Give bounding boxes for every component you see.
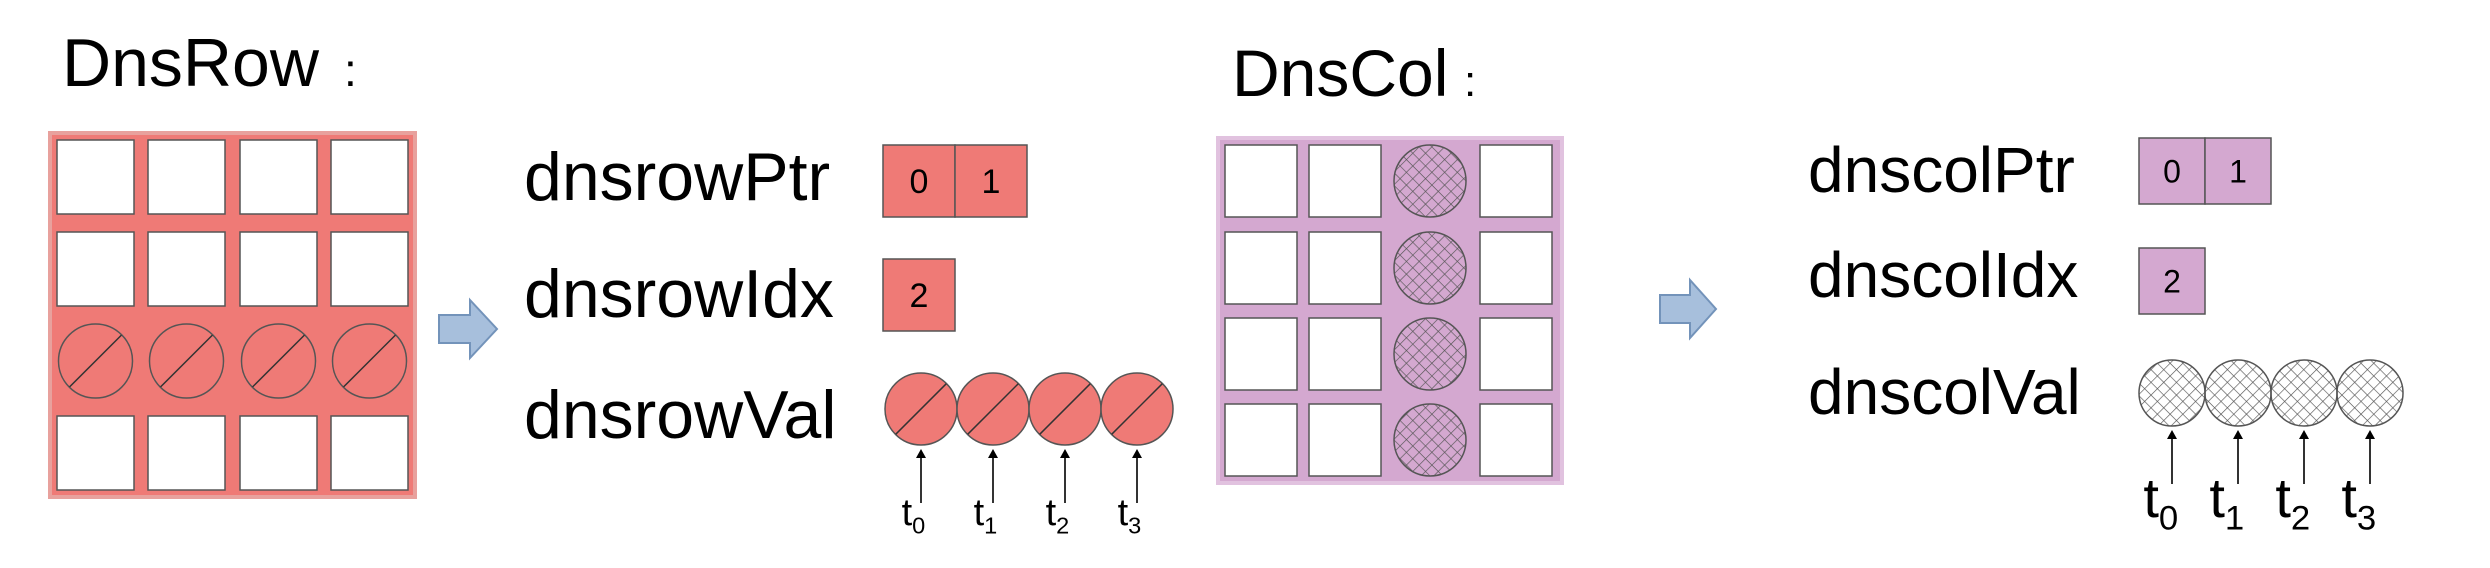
dnsrow-nonzero-cell <box>331 323 408 399</box>
dnsrow-matrix <box>48 131 417 499</box>
dnsrow-nonzero-cell <box>57 323 134 399</box>
dnscol-thread-arrow <box>2299 430 2309 484</box>
dnscol-val-label: dnscolVal <box>1808 356 2081 428</box>
dnsrow-value-circle <box>1028 372 1102 446</box>
dnscol-val-array: t0 t1 t2 t3 <box>2138 359 2404 537</box>
dnscol-title: DnsCol <box>1232 36 1448 110</box>
dnsrow-thread-label: t2 <box>1046 492 1070 538</box>
dnsrow-ptr-value: 0 <box>910 163 929 201</box>
dnscol-thread-arrow <box>2167 430 2177 484</box>
dnscol-nonzero-cell <box>1393 231 1467 305</box>
dnscol-empty-cell <box>1479 403 1553 477</box>
dnscol-nonzero-cell <box>1393 317 1467 391</box>
dnsrow-title-colon: : <box>344 44 357 96</box>
dnsrow-empty-cell <box>239 415 318 491</box>
dnsrow-empty-cell <box>330 415 409 491</box>
dnsrow-transform-arrow <box>438 297 499 361</box>
dnsrow-thread-label: t0 <box>902 492 926 538</box>
dnsrow-thread-arrow <box>988 449 998 503</box>
dnscol-thread-label: t1 <box>2209 466 2244 537</box>
dnscol-value-circle <box>2270 359 2338 427</box>
dnscol-ptr-cell <box>2204 137 2272 205</box>
dnsrow-empty-cell <box>147 415 226 491</box>
dnsrow-idx-cell <box>882 258 956 332</box>
dnscol-thread-label: t0 <box>2143 466 2178 537</box>
dnscol-value-circle <box>2336 359 2404 427</box>
dnsrow-ptr-value: 1 <box>982 163 1001 201</box>
dnsrow-empty-cell <box>147 231 226 307</box>
dnsrow-idx-value: 2 <box>910 277 929 315</box>
dnscol-empty-cell <box>1479 317 1553 391</box>
dnscol-idx-array: 2 <box>2138 247 2206 315</box>
dnscol-empty-cell <box>1308 317 1382 391</box>
dnscol-value-circle <box>2138 359 2206 427</box>
dnscol-transform-arrow <box>1659 277 1718 341</box>
dnscol-empty-cell <box>1479 231 1553 305</box>
dnsrow-ptr-cell <box>882 144 956 218</box>
dnsrow-idx-array: 2 <box>882 258 956 332</box>
dnscol-empty-cell <box>1479 144 1553 218</box>
dnsrow-nonzero-cell <box>148 323 225 399</box>
dnscol-empty-cell <box>1224 231 1298 305</box>
dnscol-nonzero-cell <box>1393 403 1467 477</box>
dnscol-thread-arrow <box>2233 430 2243 484</box>
dnsrow-empty-cell <box>239 231 318 307</box>
dnscol-ptr-label: dnscolPtr <box>1808 134 2075 206</box>
dnscol-idx-label: dnscolIdx <box>1808 239 2078 311</box>
dnsrow-thread-arrow <box>916 449 926 503</box>
dnsrow-ptr-label: dnsrowPtr <box>524 139 830 215</box>
dnscol-thread-label: t3 <box>2341 466 2376 537</box>
dnsrow-empty-cell <box>330 139 409 215</box>
dnsrow-thread-arrow <box>1060 449 1070 503</box>
dnscol-empty-cell <box>1308 231 1382 305</box>
dnsrow-nonzero-cell <box>240 323 317 399</box>
dnsrow-empty-cell <box>56 231 135 307</box>
dnsrow-value-circle <box>956 372 1030 446</box>
dnsrow-thread-arrow <box>1132 449 1142 503</box>
dnscol-empty-cell <box>1308 144 1382 218</box>
dnscol-ptr-value: 0 <box>2163 154 2181 190</box>
dnscol-ptr-value: 1 <box>2229 154 2247 190</box>
dnsrow-value-circle <box>1100 372 1174 446</box>
dnscol-empty-cell <box>1308 403 1382 477</box>
dnsrow-value-circle <box>884 372 958 446</box>
dnscol-idx-value: 2 <box>2163 264 2181 300</box>
dnscol-thread-label: t2 <box>2275 466 2310 537</box>
dnscol-empty-cell <box>1224 144 1298 218</box>
dnsrow-val-array: t0 t1 t2 t3 <box>884 372 1174 538</box>
dnscol-title-colon: : <box>1464 57 1476 106</box>
dnscol-ptr-cell <box>2138 137 2206 205</box>
dnsrow-val-label: dnsrowVal <box>524 377 836 453</box>
dnscol-empty-cell <box>1224 317 1298 391</box>
dnsrow-empty-cell <box>330 231 409 307</box>
dnsrow-empty-cell <box>239 139 318 215</box>
dnsrow-title: DnsRow <box>62 25 320 101</box>
dnscol-idx-cell <box>2138 247 2206 315</box>
dnsrow-empty-cell <box>147 139 226 215</box>
dnscol-empty-cell <box>1224 403 1298 477</box>
dnscol-thread-arrow <box>2365 430 2375 484</box>
dnscol-value-circle <box>2204 359 2272 427</box>
dnscol-matrix <box>1216 136 1564 485</box>
dnsrow-ptr-cell <box>954 144 1028 218</box>
dnsrow-thread-label: t3 <box>1118 492 1142 538</box>
dnsrow-empty-cell <box>56 139 135 215</box>
dnsrow-thread-label: t1 <box>974 492 998 538</box>
dnsrow-empty-cell <box>56 415 135 491</box>
dnscol-nonzero-cell <box>1393 144 1467 218</box>
dnsrow-idx-label: dnsrowIdx <box>524 256 834 332</box>
